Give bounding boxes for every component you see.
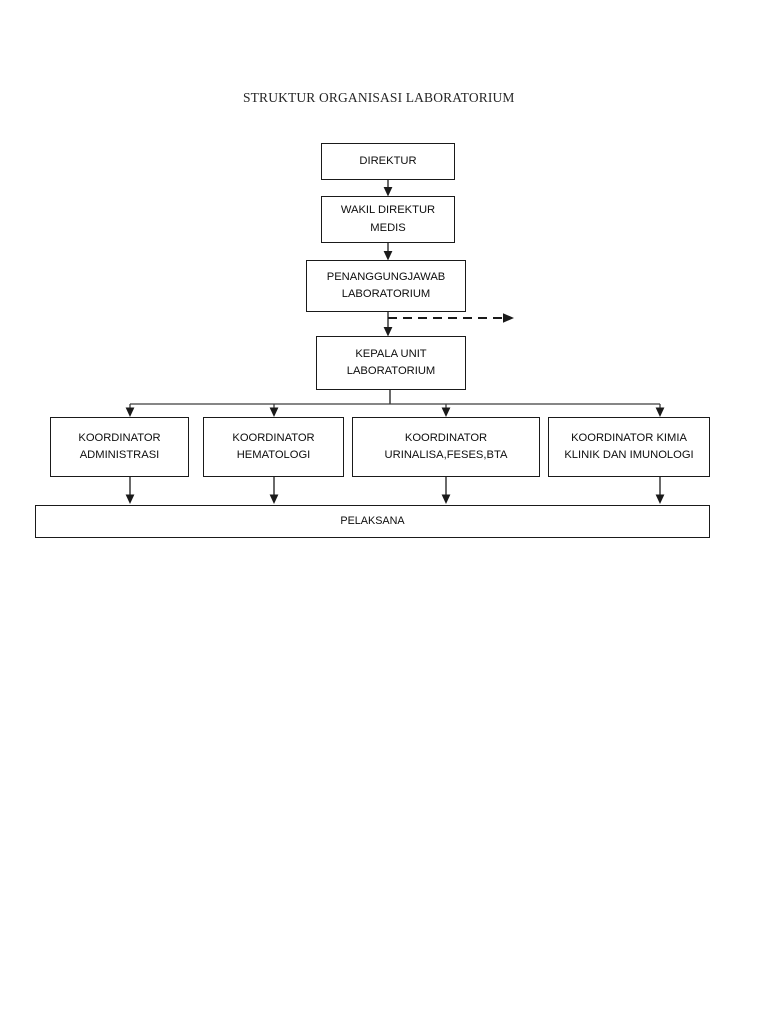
node-kepala-unit-laboratorium[interactable]: KEPALA UNIT LABORATORIUM [316,336,466,390]
node-wakil-direktur-label: WAKIL DIREKTUR MEDIS [340,204,436,234]
node-pelaksana-label: PELAKSANA [340,515,405,528]
arrowhead-pelaksana-from-administrasi [125,494,135,504]
arrowhead-pelaksana-from-hematologi [269,494,279,504]
node-koordinator-hematologi-label: KOORDINATOR HEMATOLOGI [232,431,315,461]
node-wakil-direktur[interactable]: WAKIL DIREKTUR MEDIS [321,196,455,243]
arrowhead-koor-hematologi [269,407,279,417]
node-koordinator-kimia-klinik-dan-imunologi[interactable]: KOORDINATOR KIMIA KLINIK DAN IMUNOLOGI [548,417,710,477]
arrowhead-koor-administrasi [125,407,135,417]
arrowhead-koor-urinalisa [441,407,451,417]
node-direktur-label: DIREKTUR [359,154,417,167]
arrowhead-pelaksana-from-kimia [655,494,665,504]
node-koordinator-administrasi-label: KOORDINATOR ADMINISTRASI [78,431,161,461]
node-koordinator-urinalisa-feses-bta[interactable]: KOORDINATOR URINALISA,FESES,BTA [352,417,540,477]
node-kepala-unit-label: KEPALA UNIT LABORATORIUM [346,347,436,377]
node-koordinator-administrasi[interactable]: KOORDINATOR ADMINISTRASI [50,417,189,477]
node-koordinator-urinalisa-label: KOORDINATOR URINALISA,FESES,BTA [384,431,508,461]
node-penanggungjawab-laboratorium[interactable]: PENANGGUNGJAWAB LABORATORIUM [306,260,466,312]
node-penanggungjawab-label: PENANGGUNGJAWAB LABORATORIUM [326,270,446,300]
node-koordinator-hematologi[interactable]: KOORDINATOR HEMATOLOGI [203,417,344,477]
arrowhead-pelaksana-from-urinalisa [441,494,451,504]
arrowhead-koor-kimia [655,407,665,417]
page-title: STRUKTUR ORGANISASI LABORATORIUM [243,90,515,105]
node-direktur[interactable]: DIREKTUR [321,143,455,180]
arrowhead-dashed-external [503,313,514,323]
node-koordinator-kimia-label: KOORDINATOR KIMIA KLINIK DAN IMUNOLOGI [564,431,694,461]
node-pelaksana[interactable]: PELAKSANA [35,505,710,538]
